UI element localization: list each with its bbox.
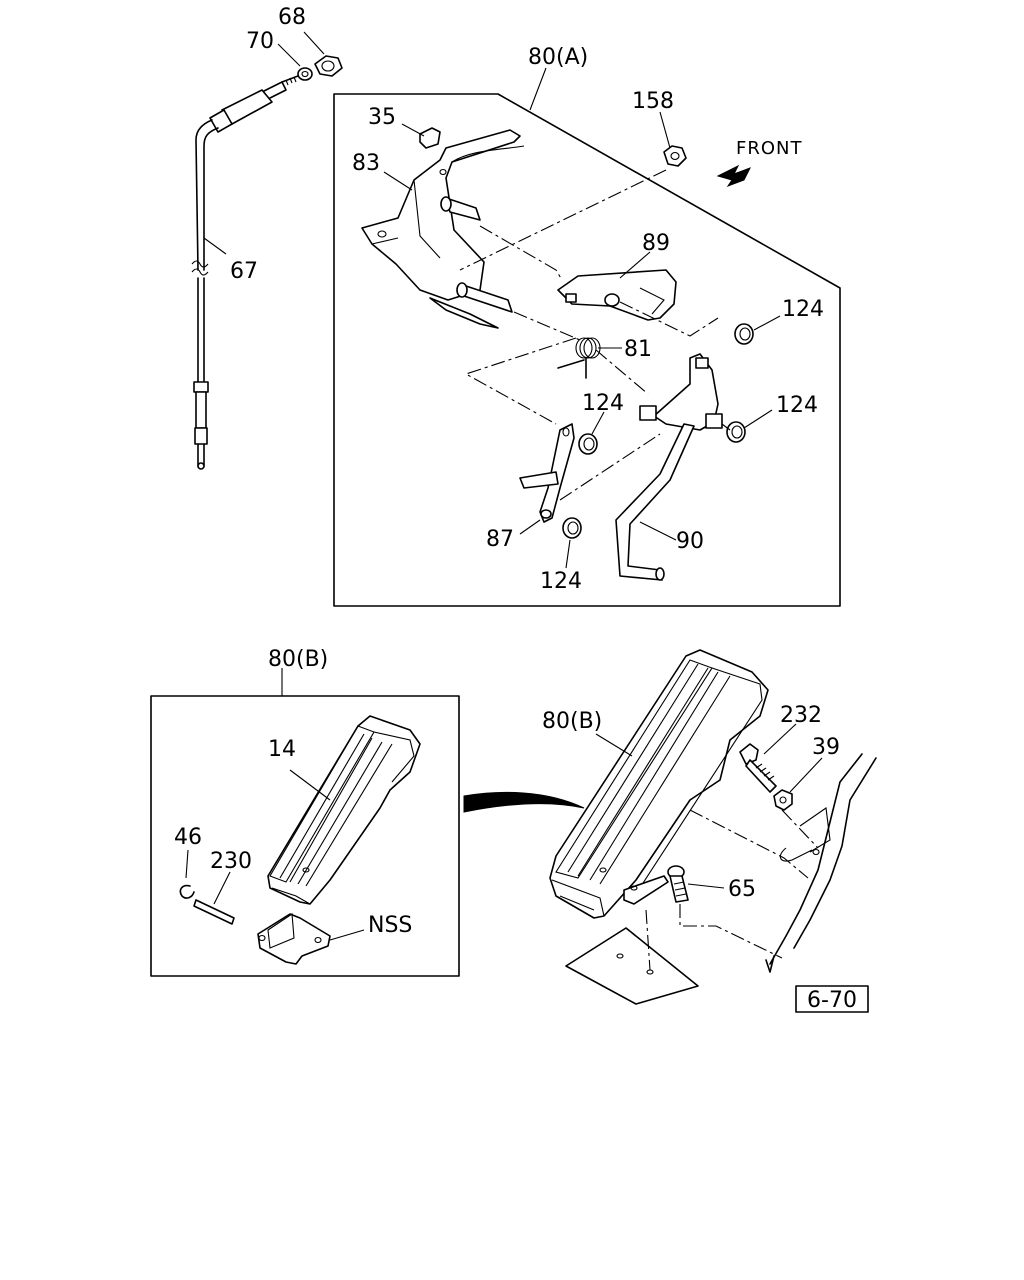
washer-70 — [297, 67, 313, 81]
pedal-arm-90 — [615, 353, 723, 581]
callout-232: 232 — [780, 703, 822, 728]
callout-39: 39 — [812, 735, 840, 760]
callout-67: 67 — [230, 259, 258, 284]
callout-90: 90 — [676, 529, 704, 554]
callout-124-d: 124 — [540, 569, 582, 594]
bolt-65 — [667, 865, 689, 903]
callout-68: 68 — [278, 5, 306, 30]
spring-81 — [557, 337, 601, 379]
nut-68 — [314, 55, 343, 77]
reference-label: 6-70 — [807, 988, 857, 1013]
assembly-80b-frame — [150, 695, 460, 977]
callout-80b-box: 80(B) — [268, 647, 328, 672]
callout-158: 158 — [632, 89, 674, 114]
hinge-base-nss — [257, 913, 331, 965]
callout-nss: NSS — [368, 913, 412, 938]
throttle-cable — [191, 55, 343, 470]
assembly-80a-frame — [333, 93, 841, 607]
link-lever-87 — [519, 423, 575, 523]
bushing-124-a — [734, 323, 754, 345]
pin-230 — [193, 899, 235, 925]
installed-centerlines — [645, 809, 819, 971]
callout-35: 35 — [368, 105, 396, 130]
reference-6-70[interactable]: 6-70 — [795, 985, 869, 1013]
callout-70: 70 — [246, 29, 274, 54]
callout-81: 81 — [624, 337, 652, 362]
bushing-124-d — [562, 517, 582, 539]
callout-46: 46 — [174, 825, 202, 850]
assembly-centerlines — [459, 169, 731, 501]
leader-lines — [185, 31, 823, 941]
callout-124-a: 124 — [782, 297, 824, 322]
callout-124-c: 124 — [776, 393, 818, 418]
callout-labels: 68 70 67 80(A) 35 83 158 89 124 81 124 1… — [174, 5, 840, 938]
floor-panel — [765, 753, 877, 973]
front-arrow-icon — [716, 164, 752, 188]
callout-14: 14 — [268, 737, 296, 762]
callout-80a: 80(A) — [528, 45, 588, 70]
bushing-124-b — [578, 433, 598, 455]
pedal-pad-14 — [267, 715, 421, 905]
callout-124-b: 124 — [582, 391, 624, 416]
bracket-83 — [361, 129, 525, 329]
curved-arrow-icon — [463, 791, 585, 813]
callout-80b: 80(B) — [542, 709, 602, 734]
front-label: FRONT — [736, 138, 803, 159]
lever-89 — [557, 269, 677, 321]
callout-89: 89 — [642, 231, 670, 256]
nut-39 — [773, 789, 793, 811]
stopper-pad-35 — [419, 127, 441, 149]
bolt-232 — [739, 743, 777, 793]
callout-65: 65 — [728, 877, 756, 902]
installed-pedal-80b — [549, 649, 769, 919]
callout-230: 230 — [210, 849, 252, 874]
callout-87: 87 — [486, 527, 514, 552]
floor-plate — [565, 927, 699, 1005]
nut-158 — [663, 145, 687, 167]
callout-83: 83 — [352, 151, 380, 176]
front-direction-indicator: FRONT — [716, 138, 803, 188]
bushing-124-c — [726, 421, 746, 443]
clip-46 — [179, 884, 195, 899]
